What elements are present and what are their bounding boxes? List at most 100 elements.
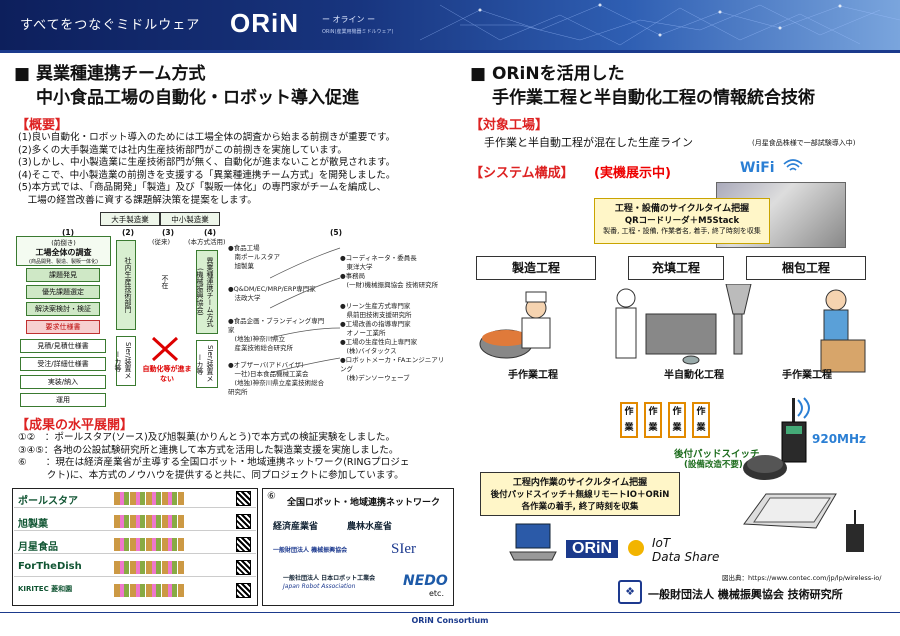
col5-item: ●食品企画・ブランディング専門家 <box>228 317 325 334</box>
company-name: ForTheDish <box>18 561 82 572</box>
col5-item: 旭製菓 <box>228 262 255 270</box>
work-card: 作業 <box>692 402 710 438</box>
results-heading: 【成果の水平展開】 <box>16 418 134 433</box>
process-filling: 充填工程 <box>628 256 724 280</box>
results-line: ⑥ ：現在は経済産業省が主導する全国ロボット・地域連携ネットワーク(RINGプロ… <box>18 457 410 469</box>
iot-logo-icon <box>628 540 644 556</box>
col5-item: (地独)神奈川県立 <box>228 335 286 343</box>
bottom-box-line3: 各作業の着手, 終了時刻を収集 <box>521 502 639 512</box>
col3-absent: 不在 <box>156 252 172 312</box>
radio-wave-icon <box>797 397 810 419</box>
footer: ORiN Consortium <box>411 616 489 625</box>
col5-item: (一財)機械振興協会 技術研究所 <box>340 281 439 289</box>
product-photos <box>114 584 184 597</box>
figure-source: 図出典：https://www.contec.com/jp/lp/wireles… <box>722 574 882 582</box>
target-note: (月星食品株様で一部試験導入中) <box>752 139 856 147</box>
overview-line: (5)本方式では、「商品開発」「製造」及び「製販一体化」の専門家がチームを編成し… <box>18 182 387 194</box>
col5-list-right: ●コーディネータ・委員長 東洋大学 ●事務局 (一財)機械振興協会 技術研究所 … <box>340 254 445 383</box>
wifi-label: WiFi <box>740 160 775 176</box>
ring-logo-meti: 経済産業省 <box>273 522 319 532</box>
live-demo: (実機展示中) <box>594 166 671 181</box>
col1-head: (前捌き) <box>51 239 76 247</box>
company-row: ポールスタア <box>14 490 256 508</box>
bottom-box-title: 工程内作業のサイクルタイム把握 <box>512 478 648 488</box>
cycle-box-line3: 製番, 工程・設備, 作業者名, 着手, 終了時刻を収集 <box>603 227 761 235</box>
qr-code-icon <box>236 491 251 506</box>
step-operation: 運用 <box>20 393 106 407</box>
network-graphic-icon <box>420 3 900 46</box>
pad-switch-icon <box>743 455 787 480</box>
col5-item: ●ロボットメーカ・FAエンジニアリング <box>340 356 445 373</box>
col5-list-left: ●食品工場 南ポールスタア 旭製菓 ●Q&DM/EC/MRP/ERP専門家 法政… <box>228 244 328 397</box>
col5-item: 産業技術総合研究所 <box>228 344 294 352</box>
header-banner: すべてをつなぐミドルウェア ORiN ー オライン ー ORiN(産業用機器ミド… <box>0 0 900 50</box>
ring-logo-etc: etc. <box>429 589 444 598</box>
target-text: 手作業と半自動工程が混在した生産ライン <box>484 136 693 149</box>
col1-number: (1) <box>62 228 75 237</box>
left-title-line2: 中小食品工場の自動化・ロボット導入促進 <box>36 88 359 108</box>
col4-sier: SIer/装置メーカ等 <box>196 340 218 388</box>
overview-line: (2)多くの大手製造業では社内生産技術部門がこの前捌きを実施しています。 <box>18 144 347 156</box>
orin-logo-bottom: ORiN <box>566 540 618 558</box>
survey-box: (前捌き) 工場全体の調査 (商品開発、製造、製販一体化) <box>16 236 111 266</box>
ring-logo-jara-en: Japan Robot Association <box>283 583 356 590</box>
step-issue: 課題発見 <box>26 268 100 282</box>
col3-head: (従来) <box>152 238 171 246</box>
qr-code-icon <box>236 583 251 598</box>
foot-pedal-icon <box>743 493 837 529</box>
company-row: ForTheDish <box>14 559 256 577</box>
step-requirements: 要求仕様書 <box>26 320 100 334</box>
results-line: クト)に、本方式のノウハウを提供すると共に、同プロジェクトに参加しています。 <box>18 469 404 481</box>
step-order: 受注/詳細仕様書 <box>20 357 106 371</box>
ring-logo-nedo: NEDO <box>403 573 448 589</box>
semi-auto-label: 半自動化工程 <box>664 370 724 381</box>
step-implementation: 実装/納入 <box>20 375 106 389</box>
work-card: 作業 <box>668 402 686 438</box>
overview-line: (1)良い自動化・ロボット導入のためには工場全体の調査から始まる前捌きが重要です… <box>18 132 396 143</box>
qr-code-icon <box>236 514 251 529</box>
pad-switch-note: (設備改造不要) <box>684 460 743 470</box>
product-photos <box>114 538 184 551</box>
col5-item: ●工場改善の指導専門家 <box>340 320 411 328</box>
orin-logo: ORiN <box>230 8 299 38</box>
data-share-label: Data Share <box>652 550 720 564</box>
process-packing: 梱包工程 <box>746 256 866 280</box>
col5-item: 県前田技術支援研究所 <box>340 311 412 319</box>
col5-item: (地独)神奈川県立産業技術総合研究所 <box>228 379 325 396</box>
company-name: 月星食品 <box>18 542 58 553</box>
col5-item: ●リーン生産方式専門家 <box>340 302 411 310</box>
system-heading: 【システム構成】 <box>470 166 574 181</box>
ring-logo-jspmi: 一般財団法人 機械振興協会 <box>273 547 348 554</box>
header-divider <box>0 50 900 53</box>
col4-head: (本方式活用) <box>188 238 226 246</box>
remote-io-small-icon <box>846 510 864 552</box>
work-card: 作業 <box>620 402 638 438</box>
col5-item: ●オブザーバ(アドバイザ) <box>228 361 304 369</box>
company-row: 旭製菓 <box>14 513 256 531</box>
freq-label: 920MHz <box>812 432 867 446</box>
process-manufacturing: 製造工程 <box>476 256 596 280</box>
overview-text: (1)良い自動化・ロボット導入のためには工場全体の調査から始まる前捌きが重要です… <box>18 132 438 208</box>
ring-logo-maff: 農林水産省 <box>347 522 393 532</box>
qr-code-icon <box>236 537 251 552</box>
overview-line: (3)しかし、中小製造業に生産技術部門が無く、自動化が進まないことが散見されます… <box>18 157 396 169</box>
company-row: KIRITEC 菱和園 <box>14 582 256 600</box>
col5-item: (株)デンソーウェーブ <box>340 374 410 382</box>
pad-switch-label: 後付パッドスイッチ <box>674 449 760 460</box>
col5-item: ●コーディネータ・委員長 <box>340 254 417 262</box>
right-title: ■ ORiNを活用した 手作業工程と半自動化工程の情報統合技術 <box>470 62 815 110</box>
col5-item: ●事務局 <box>340 272 366 280</box>
overview-line: 工場の経営改善に資する課題解決策を提案をします。 <box>18 194 257 206</box>
col5-item: 一社)日本食品機械工業会 <box>228 370 309 378</box>
manual-label-left: 手作業工程 <box>508 370 558 381</box>
step-solution: 解決案検討・検証 <box>26 302 100 316</box>
right-title-line1: ■ ORiNを活用した <box>470 64 625 84</box>
orin-logo-sub: ー オライン ー <box>322 15 376 24</box>
col4-team-method: 異業種連携チーム方式(機械振興協会) <box>196 250 218 334</box>
bottom-box-line2: 後付パッドスイッチ＋無線リモートIO＋ORiN <box>490 490 670 500</box>
col5-item: 法政大学 <box>228 294 261 302</box>
ring-number: ⑥ <box>267 491 276 502</box>
company-name: 旭製菓 <box>18 519 48 530</box>
institute-name: 一般財団法人 機械振興協会 技術研究所 <box>648 588 843 601</box>
wifi-icon <box>783 159 803 171</box>
